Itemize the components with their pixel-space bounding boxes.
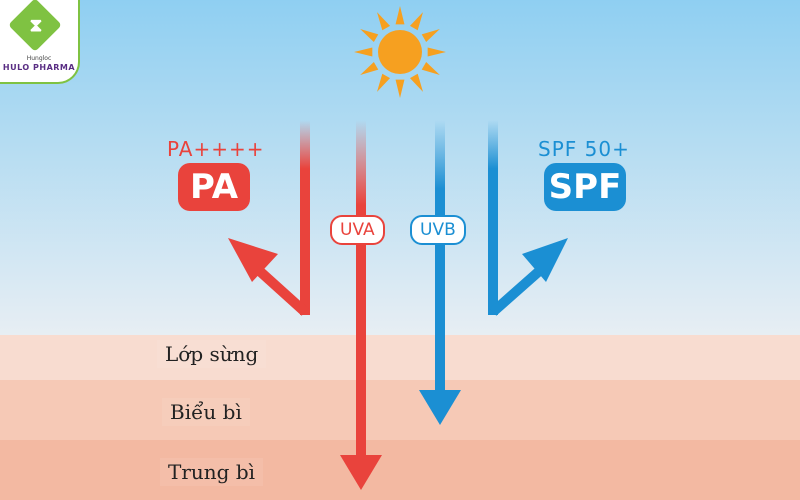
sun-ray [377,73,391,92]
sun-ray [409,73,423,92]
logo-hourglass-icon: ⧗ [29,14,43,36]
uva-label: UVA [330,215,385,245]
uvb-reflected-arrow [488,120,568,316]
skin-layer-label-stratum-corneum: Lớp sừng [157,340,267,368]
sun-ray [360,61,379,75]
sun-ray [377,12,391,31]
stratum-corneum-layer [0,335,800,380]
sun-ray [409,12,423,31]
pa-badge: PA [178,163,250,211]
dermis-layer [0,440,800,500]
spf-rating-text: SPF 50+ [538,137,630,161]
uva-penetrating-arrow [340,120,382,490]
skin-layer-label-epidermis: Biểu bì [162,398,250,426]
sun-ray [421,61,440,75]
uvb-penetrating-arrow [419,120,461,425]
skin-layer-label-dermis: Trung bì [160,458,264,486]
logo-small-text: Hungloc [26,55,52,62]
sun-ray [421,29,440,43]
sun-ray [354,47,373,57]
hulo-pharma-logo: ⧗ Hungloc HULO PHARMA [0,0,80,84]
sun-ray [395,79,405,98]
sun-ray [427,47,446,57]
uvb-label: UVB [410,215,466,245]
sun-ray [360,29,379,43]
epidermis-layer [0,380,800,440]
sun-icon [354,6,446,98]
uva-reflected-arrow [228,120,310,316]
sun-ray [395,6,405,25]
spf-badge: SPF [544,163,626,211]
pa-rating-text: PA++++ [167,137,265,161]
logo-brand-text: HULO PHARMA [2,63,76,72]
